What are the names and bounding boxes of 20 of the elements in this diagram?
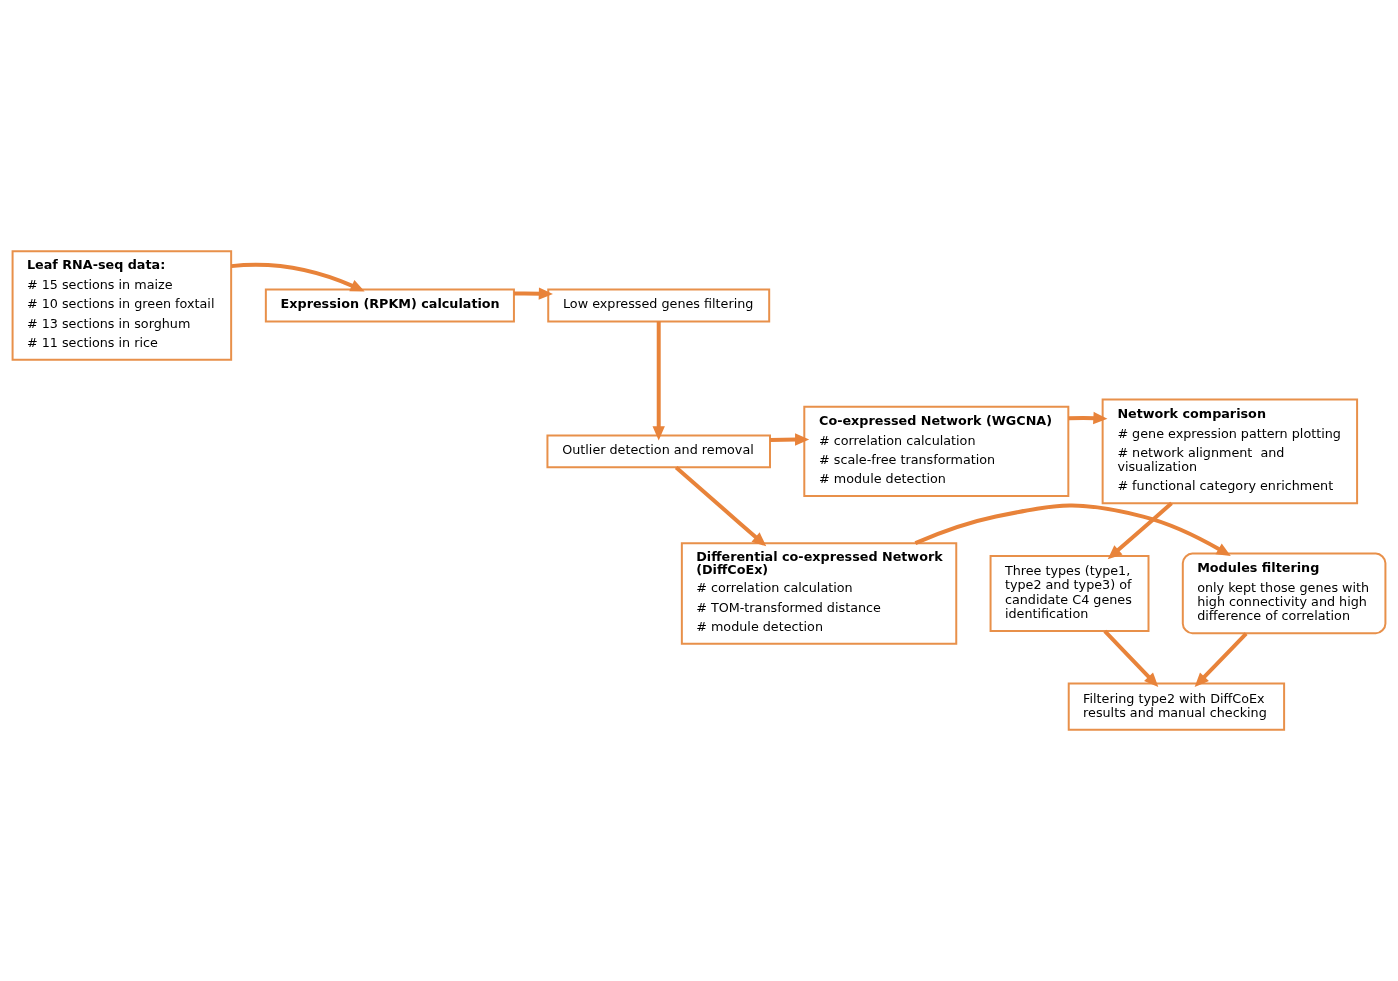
arrow — [1103, 629, 1159, 687]
arrow — [652, 321, 665, 441]
arrow — [914, 503, 1231, 557]
node-box: Filtering type2 with DiffCoEx results and manual checking — [1067, 682, 1286, 731]
node-box: Differential co-expressed Network (DiffCoEx) # correlation calculation # TOM-transformed distance # module detection — [680, 542, 958, 645]
arrow — [1194, 632, 1248, 687]
arrow — [770, 433, 810, 446]
arrow — [1107, 501, 1173, 560]
arrow — [231, 262, 365, 292]
arrow — [514, 287, 553, 300]
node-box: Modules filtering only kept those genes with high connectivity and high difference of correlation — [1181, 552, 1387, 635]
arrow — [1068, 411, 1108, 425]
node-box: Outlier detection and removal — [546, 434, 771, 469]
node-box: Network comparison # gene expression pattern plotting # network alignment and visualization # functional category enrichment — [1101, 398, 1359, 505]
node-box: Co-expressed Network (WGCNA) # correlation calculation # scale-free transformation # module detection — [803, 405, 1070, 498]
node-box: Leaf RNA-seq data: # 15 sections in maize # 10 sections in green foxtail # 13 sections in sorghum # 11 sections in rice — [11, 250, 233, 361]
node-box: Three types (type1, type2 and type3) of candidate C4 genes identification — [989, 554, 1150, 632]
arrow — [674, 466, 767, 547]
node-box: Expression (RPKM) calculation — [264, 288, 515, 323]
node-box: Low expressed genes filtering — [547, 288, 771, 323]
